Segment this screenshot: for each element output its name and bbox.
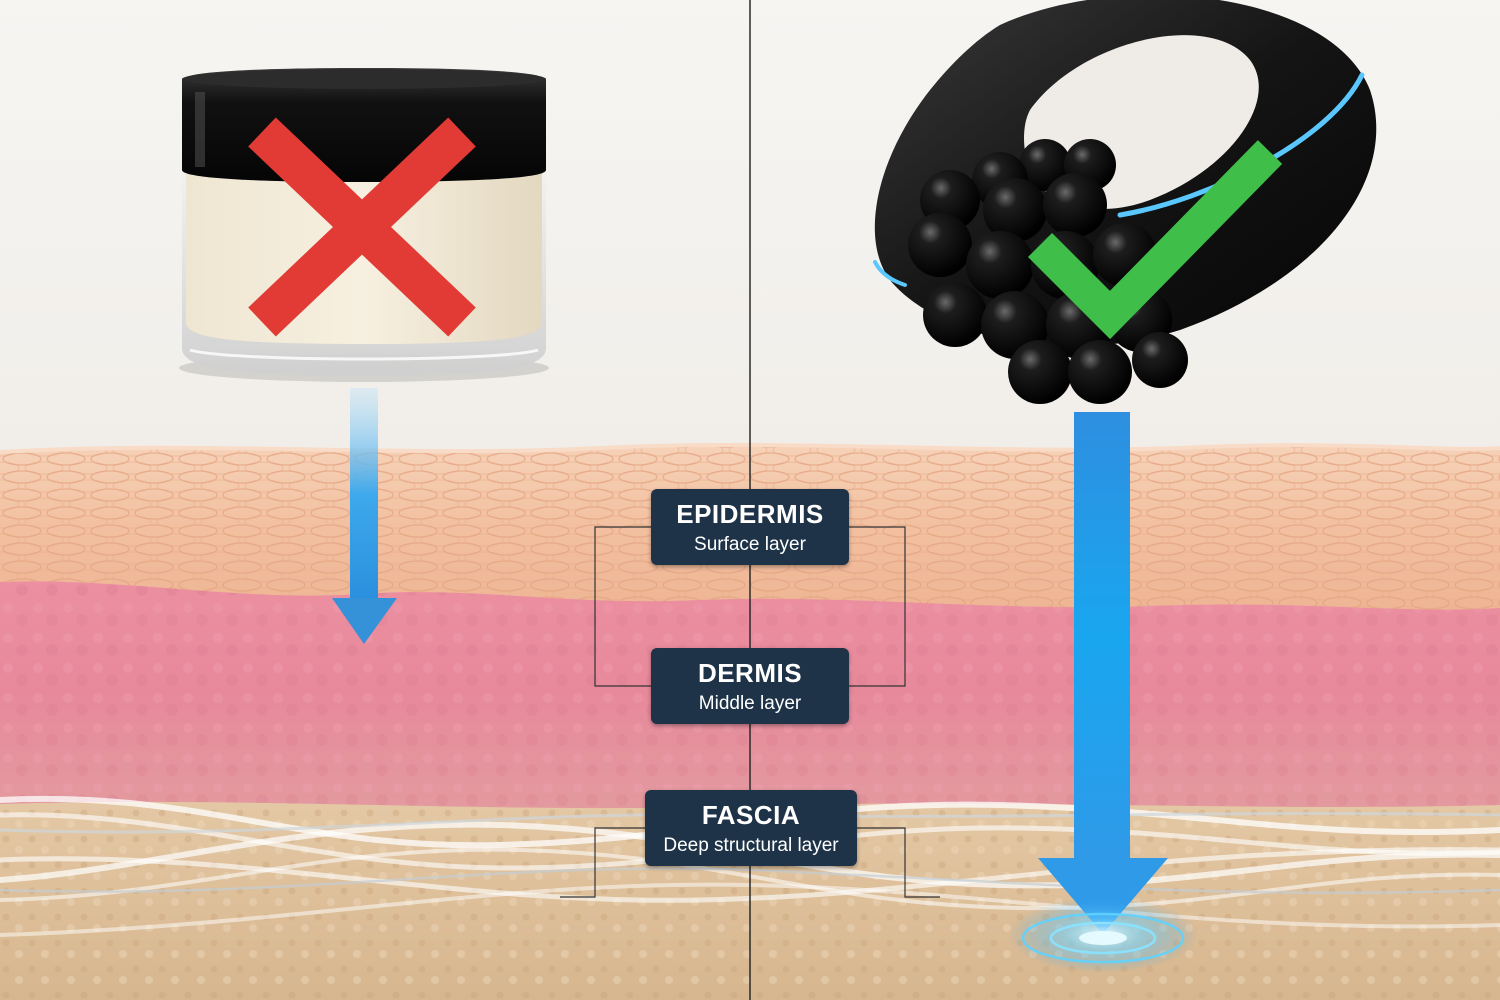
roller-balls	[908, 139, 1188, 404]
fascia-label: FASCIA Deep structural layer	[645, 790, 857, 866]
dermis-name: DERMIS	[697, 658, 803, 688]
dermis-description: Middle layer	[698, 693, 802, 714]
fascia-description: Deep structural layer	[663, 835, 839, 856]
left-penetration-arrow	[332, 388, 397, 644]
epidermis-name: EPIDERMIS	[676, 499, 824, 529]
dermis-label: DERMIS Middle layer	[651, 648, 849, 724]
massage-roller-device	[873, 0, 1377, 404]
layer-brackets	[560, 526, 940, 898]
epidermis-description: Surface layer	[694, 534, 806, 555]
red-cross-icon	[248, 117, 476, 337]
right-penetration-arrow	[1038, 412, 1168, 934]
fascia-name: FASCIA	[701, 800, 801, 830]
green-check-icon	[1027, 140, 1283, 340]
epidermis-label: EPIDERMIS Surface layer	[651, 489, 849, 565]
fascia-impact-glow	[1008, 897, 1198, 973]
